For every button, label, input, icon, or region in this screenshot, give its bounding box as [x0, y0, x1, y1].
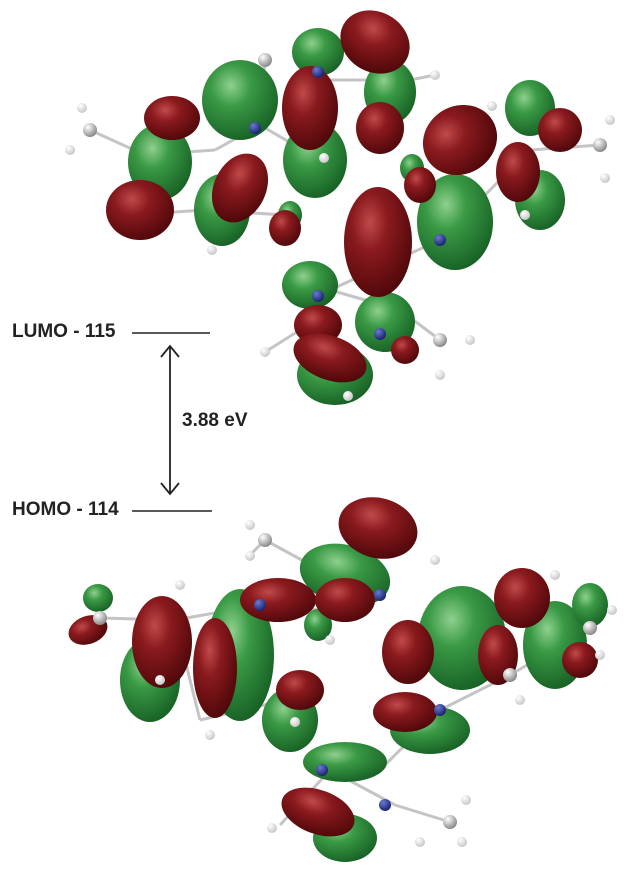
homo-carbon-atom	[443, 815, 457, 829]
lumo-hydrogen-atom	[487, 101, 497, 111]
lumo-hydrogen-atom	[465, 335, 475, 345]
homo-hydrogen-atom	[245, 551, 255, 561]
homo-nitrogen-atom	[379, 799, 391, 811]
lumo-carbon-atom	[433, 333, 447, 347]
homo-hydrogen-atom	[245, 520, 255, 530]
homo-hydrogen-atom	[595, 650, 605, 660]
homo-carbon-atom	[583, 621, 597, 635]
homo-hydrogen-atom	[415, 837, 425, 847]
lumo-red-lobe	[391, 336, 419, 364]
homo-hydrogen-atom	[267, 823, 277, 833]
homo-red-lobe	[338, 497, 418, 559]
homo-red-lobe	[494, 568, 550, 628]
lumo-hydrogen-atom	[65, 145, 75, 155]
lumo-red-lobe	[404, 167, 436, 203]
homo-hydrogen-atom	[175, 580, 185, 590]
band-gap-arrow	[160, 344, 180, 496]
lumo-hydrogen-atom	[435, 370, 445, 380]
homo-red-lobe	[193, 618, 237, 718]
lumo-nitrogen-atom	[312, 66, 324, 78]
lumo-red-lobe	[356, 102, 404, 154]
lumo-red-lobe	[293, 333, 367, 383]
homo-carbon-atom	[503, 668, 517, 682]
lumo-red-lobe	[294, 305, 342, 345]
band-gap-label: 3.88 eV	[182, 410, 248, 431]
lumo-red-lobe	[422, 104, 498, 176]
homo-green-lobe	[83, 584, 113, 612]
lumo-red-lobe	[496, 142, 540, 202]
homo-hydrogen-atom	[430, 555, 440, 565]
lumo-green-lobe	[282, 261, 338, 309]
homo-green-lobe	[303, 742, 387, 782]
homo-hydrogen-atom	[550, 570, 560, 580]
homo-label: HOMO - 114	[12, 499, 119, 520]
lumo-nitrogen-atom	[434, 234, 446, 246]
homo-hydrogen-atom	[607, 605, 617, 615]
lumo-green-lobe	[417, 174, 493, 270]
lumo-red-lobe	[144, 96, 200, 140]
homo-hydrogen-atom	[461, 795, 471, 805]
homo-nitrogen-atom	[434, 704, 446, 716]
homo-green-lobe	[572, 583, 608, 627]
lumo-nitrogen-atom	[374, 328, 386, 340]
homo-carbon-atom	[93, 611, 107, 625]
homo-hydrogen-atom	[325, 635, 335, 645]
homo-nitrogen-atom	[254, 599, 266, 611]
lumo-hydrogen-atom	[319, 153, 329, 163]
lumo-red-lobe	[340, 10, 410, 74]
lumo-hydrogen-atom	[260, 347, 270, 357]
lumo-carbon-atom	[593, 138, 607, 152]
lumo-red-lobe	[282, 66, 338, 150]
lumo-red-lobe	[538, 108, 582, 152]
lumo-red-lobe	[106, 180, 174, 240]
homo-nitrogen-atom	[374, 589, 386, 601]
homo-hydrogen-atom	[515, 695, 525, 705]
lumo-carbon-atom	[83, 123, 97, 137]
lumo-hydrogen-atom	[600, 173, 610, 183]
lumo-nitrogen-atom	[249, 122, 261, 134]
homo-nitrogen-atom	[316, 764, 328, 776]
lumo-red-lobe	[269, 210, 301, 246]
homo-orbital-isosurface	[68, 497, 617, 862]
lumo-red-lobe	[344, 187, 412, 297]
homo-red-lobe	[281, 787, 355, 837]
homo-green-lobe	[304, 609, 332, 641]
homo-red-lobe	[562, 642, 598, 678]
lumo-hydrogen-atom	[520, 210, 530, 220]
lumo-red-lobe	[211, 153, 269, 223]
lumo-label: LUMO - 115	[12, 321, 116, 342]
lumo-hydrogen-atom	[343, 391, 353, 401]
homo-red-lobe	[382, 620, 434, 684]
lumo-hydrogen-atom	[77, 103, 87, 113]
lumo-green-lobe	[292, 28, 344, 76]
homo-red-lobe	[240, 578, 316, 622]
lumo-hydrogen-atom	[430, 70, 440, 80]
homo-hydrogen-atom	[290, 717, 300, 727]
homo-red-lobe	[132, 596, 192, 688]
lumo-green-lobe	[202, 60, 278, 140]
homo-red-lobe	[315, 578, 375, 622]
homo-hydrogen-atom	[155, 675, 165, 685]
lumo-carbon-atom	[258, 53, 272, 67]
homo-carbon-atom	[258, 533, 272, 547]
homo-hydrogen-atom	[457, 837, 467, 847]
lumo-hydrogen-atom	[605, 115, 615, 125]
lumo-nitrogen-atom	[312, 290, 324, 302]
lumo-orbital-isosurface	[65, 10, 615, 405]
homo-red-lobe	[373, 692, 437, 732]
lumo-hydrogen-atom	[207, 245, 217, 255]
homo-hydrogen-atom	[205, 730, 215, 740]
homo-red-lobe	[276, 670, 324, 710]
